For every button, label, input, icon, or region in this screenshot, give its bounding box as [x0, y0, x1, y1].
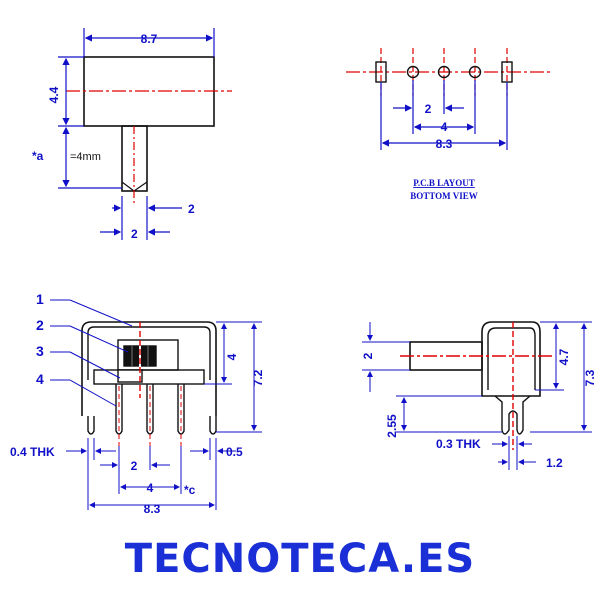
label-front-thickness: 0.4 THK: [10, 445, 55, 459]
label-note-4mm: =4mm: [70, 151, 101, 163]
top-view: [58, 28, 232, 240]
label-side-actuator: 2: [361, 352, 375, 359]
label-note-mark-a: *a: [32, 149, 44, 163]
callout-2: 2: [36, 317, 44, 333]
label-front-body-height: 4: [225, 353, 239, 360]
label-side-thickness: 0.3 THK: [436, 437, 481, 451]
label-width-8-7: 8.7: [141, 32, 158, 46]
callout-4: 4: [36, 371, 44, 387]
brand-logo-text: TECNOTECA.ES: [124, 536, 476, 582]
front-view: [50, 299, 262, 510]
label-front-overall: 8.3: [144, 502, 161, 516]
side-lead: [494, 395, 531, 435]
label-front-total-height: 7.2: [251, 369, 265, 386]
side-body-outline: [481, 321, 541, 397]
label-side-total-height: 7.3: [583, 369, 597, 386]
pcb-layout-subtitle: BOTTOM VIEW: [410, 191, 477, 201]
label-actuator-width: 2: [131, 227, 138, 241]
label-front-offset: 0.5: [226, 445, 243, 459]
label-side-lead-length: 2.55: [385, 414, 399, 438]
label-front-pitch-double: 4: [147, 481, 154, 495]
side-view: [362, 321, 592, 470]
label-front-pitch: 2: [131, 459, 138, 473]
callout-1: 1: [36, 291, 44, 307]
label-side-lead-offset: 1.2: [546, 456, 563, 470]
label-side-body-height: 4.7: [557, 348, 571, 365]
front-body-outline: [81, 321, 217, 416]
label-pcb-overall: 8.3: [436, 137, 453, 151]
pcb-layout-title: P.C.B LAYOUT: [413, 178, 475, 188]
pcb-layout-view: [346, 48, 550, 150]
callout-3: 3: [36, 343, 44, 359]
pcb-hole-2: [437, 65, 451, 79]
pcb-hole-3: [468, 65, 482, 79]
pcb-hole-1: [406, 65, 420, 79]
label-pcb-pitch-double: 4: [441, 120, 448, 134]
label-actuator-gap: 2: [188, 202, 195, 216]
label-front-pin-mark: *c: [184, 483, 196, 497]
front-base: [93, 369, 205, 385]
label-pcb-pitch: 2: [425, 102, 432, 116]
front-pins: [87, 384, 217, 435]
label-height-4-4: 4.4: [47, 86, 61, 103]
